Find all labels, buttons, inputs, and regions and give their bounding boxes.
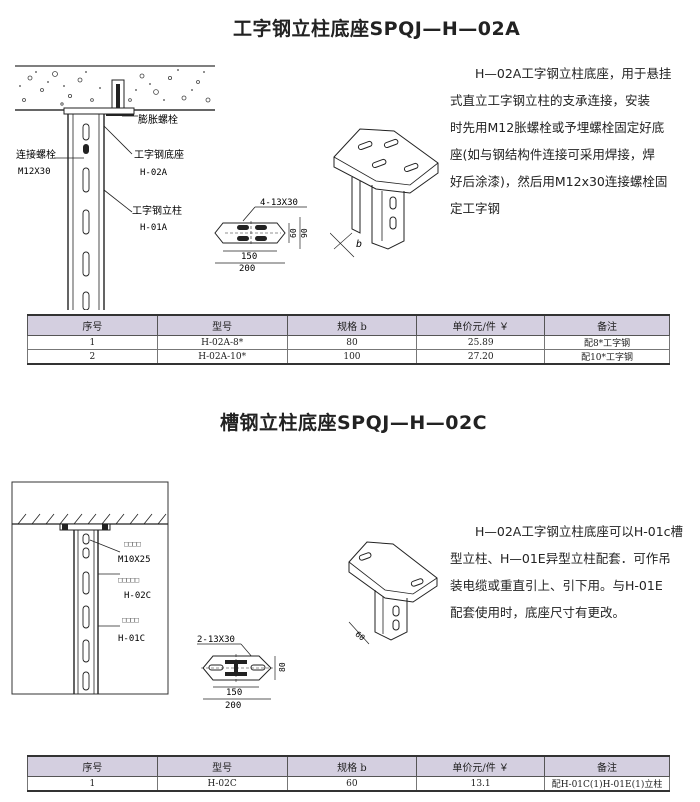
table-cell: 13.1 [416, 776, 546, 792]
section1-title: 工字钢立柱底座SPQJ—H—02A [233, 18, 521, 40]
section2-description: H—02A工字钢立柱底座可以H-01c槽 型立柱、H—01E异型立柱配套．可作吊… [450, 518, 688, 626]
h01c-column-code: H-01C [118, 634, 145, 644]
table-row: 2 H-02A-10* 100 27.20 配10*工字钢 [27, 349, 670, 365]
dim-60: 60 [289, 228, 298, 238]
dim-200: 200 [239, 264, 255, 274]
h02c-dim-60: 60 [353, 630, 366, 643]
col-header: 备注 [544, 755, 670, 777]
table-cell: 27.20 [416, 349, 546, 365]
table-cell: 2 [27, 349, 158, 365]
column-code-label: H-01A [140, 223, 168, 233]
h02c-dim-200: 200 [225, 701, 241, 711]
h02a-hole-spec: 4-13X30 [260, 198, 298, 208]
dim-90: 90 [300, 228, 309, 238]
table-row: 1 H-02A-8* 80 25.89 配8*工字钢 [27, 335, 670, 350]
section1-desc-line: 好后涂漆)，然后用M12x30连接螺栓固 [450, 174, 668, 189]
h02a-isometric-drawing: b [330, 128, 439, 258]
connecting-bolt-label: 连接螺栓 [16, 148, 56, 161]
col-header: 型号 [156, 755, 288, 777]
section2-title: 槽钢立柱底座SPQJ—H—02C [220, 412, 488, 434]
col-header: 规格 b [286, 314, 418, 336]
h02c-hole-spec: 2-13X30 [197, 635, 235, 645]
placeholder-label-c: □□□□ [122, 616, 139, 624]
col-header: 单价元/件 ￥ [416, 755, 546, 777]
placeholder-label-b: □□□□□ [118, 576, 139, 584]
section1-desc-line: 时先用M12胀螺栓或予埋螺栓固定好底 [450, 120, 665, 135]
connecting-bolt-size: M12X30 [18, 167, 51, 177]
section2-desc-line: H—02A工字钢立柱底座可以H-01c槽 [475, 524, 684, 539]
section2-price-table: 序号 型号 规格 b 单价元/件 ￥ 备注 1 H-02C 60 13.1 配H… [27, 755, 670, 792]
h02a-elevation-drawing: 膨胀螺栓 连接螺栓 M12X30 工字钢底座 H-02A 工字钢立柱 H-01A [15, 65, 215, 310]
table-cell: 1 [27, 776, 158, 792]
section1-desc-line: 定工字钢 [450, 201, 501, 216]
expansion-bolt-label: 膨胀螺栓 [138, 113, 178, 126]
h02c-elevation-drawing: □□□□ M10X25 □□□□□ H-02C □□□□ H-01C [11, 481, 169, 695]
base-name-label: 工字钢底座 [134, 148, 184, 161]
col-header: 备注 [544, 314, 670, 336]
table-header-row: 序号 型号 规格 b 单价元/件 ￥ 备注 [27, 755, 670, 777]
col-header: 序号 [27, 755, 158, 777]
table-cell: 1 [27, 335, 158, 350]
table-cell: 60 [286, 776, 418, 792]
h02c-dim-150: 150 [226, 688, 242, 698]
section2-desc-line: 型立柱、H—01E异型立柱配套．可作吊 [450, 551, 671, 566]
section1-desc-line: H—02A工字钢立柱底座，用于悬挂 [475, 66, 672, 81]
h02c-base-code: H-02C [124, 591, 151, 601]
section1-price-table: 序号 型号 规格 b 单价元/件 ￥ 备注 1 H-02A-8* 80 25.8… [27, 314, 670, 365]
table-cell: 配8*工字钢 [544, 335, 670, 350]
table-cell: H-02C [156, 776, 288, 792]
h02c-plate-plan-drawing: 2-13X30 80 150 200 [197, 635, 287, 711]
table-header-row: 序号 型号 规格 b 单价元/件 ￥ 备注 [27, 314, 670, 336]
col-header: 规格 b [286, 755, 418, 777]
base-code-label: H-02A [140, 168, 168, 178]
table-cell: 100 [286, 349, 418, 365]
dim-80: 80 [278, 662, 287, 672]
section1-desc-line: 式直立工字钢立柱的支承连接，安装 [450, 93, 651, 108]
table-cell: 配10*工字钢 [544, 349, 670, 365]
table-cell: 80 [286, 335, 418, 350]
col-header: 型号 [156, 314, 288, 336]
table-row: 1 H-02C 60 13.1 配H-01C(1)H-01E(1)立柱 [27, 776, 670, 792]
placeholder-label-a: □□□□ [124, 540, 141, 548]
col-header: 单价元/件 ￥ [416, 314, 546, 336]
table-cell: H-02A-8* [156, 335, 288, 350]
table-cell: H-02A-10* [156, 349, 288, 365]
col-header: 序号 [27, 314, 158, 336]
h02c-isometric-drawing: 60 [348, 541, 438, 645]
bolt-size-label: M10X25 [118, 555, 151, 565]
dim-b: b [356, 239, 362, 250]
section2-desc-line: 装电缆或重直引上、引下用。与H-01E [450, 578, 663, 593]
h02a-plate-plan-drawing: 4-13X30 60 90 150 200 [214, 198, 309, 274]
table-cell: 25.89 [416, 335, 546, 350]
dim-150: 150 [241, 252, 257, 262]
table-cell: 配H-01C(1)H-01E(1)立柱 [544, 776, 670, 792]
column-name-label: 工字钢立柱 [132, 204, 182, 217]
section2-desc-line: 配套使用时，底座尺寸有更改。 [450, 605, 626, 620]
section1-description: H—02A工字钢立柱底座，用于悬挂 式直立工字钢立柱的支承连接，安装 时先用M1… [450, 60, 688, 222]
section1-desc-line: 座(如与钢结构件连接可采用焊接，焊 [450, 147, 655, 162]
